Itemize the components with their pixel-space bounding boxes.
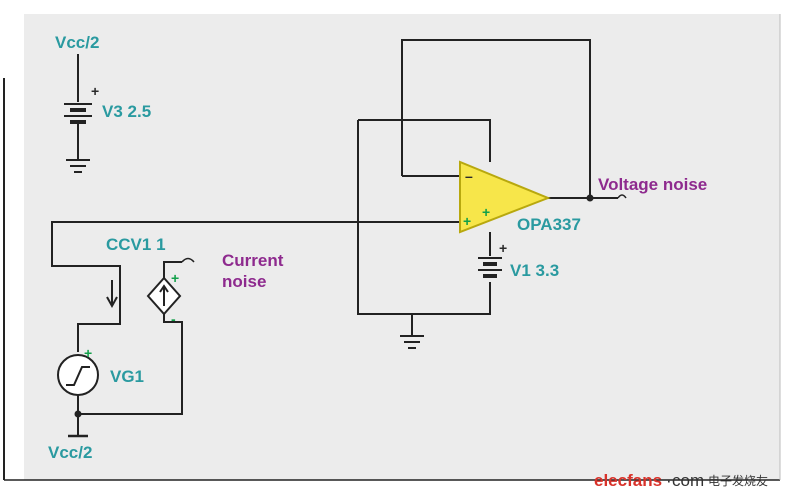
current-noise-probe — [181, 257, 195, 263]
output-junction-dot — [586, 194, 594, 202]
ccv1-label: CCV1 1 — [106, 235, 166, 254]
vcc-bottom-label: Vcc/2 — [48, 443, 92, 462]
ccv1-minus-wire — [78, 314, 183, 415]
voltage-noise-probe — [617, 194, 627, 199]
watermark-dot: · — [666, 471, 672, 490]
v3-label: V3 2.5 — [102, 102, 151, 121]
opamp-label: OPA337 — [517, 215, 581, 234]
voltage-noise-label: Voltage noise — [598, 175, 707, 194]
feedback-wire — [401, 39, 591, 198]
v1-battery-source — [478, 257, 502, 278]
opamp-minus-sign: – — [465, 168, 473, 184]
watermark-brand: elecfans — [594, 471, 662, 490]
opamp-plus-input-sign: + — [463, 213, 471, 229]
ground-loop-wire — [357, 120, 491, 315]
ccv1-current-sense-arrow — [106, 280, 118, 309]
opamp-plus-supply-sign: + — [482, 204, 490, 220]
v3-plus-sign: + — [91, 83, 99, 99]
current-noise-label-line2: noise — [222, 272, 266, 291]
watermark-chinese: 电子发烧友 — [708, 473, 768, 488]
ccv1-plus-wire — [163, 261, 182, 278]
v1-label: V1 3.3 — [510, 261, 559, 280]
v3-battery-source — [64, 54, 92, 160]
v1-plus-sign: + — [499, 240, 507, 256]
watermark-suffix: com — [672, 471, 704, 490]
ccv1-plus-sign: + — [171, 270, 179, 286]
vcc-top-label: Vcc/2 — [55, 33, 99, 52]
opamp-supply-wire-top — [358, 119, 491, 162]
vg1-plus-sign: + — [84, 345, 92, 361]
vg1-step-waveform — [66, 366, 90, 386]
elecfans-watermark: elecfans · com 电子发烧友 — [594, 471, 768, 490]
vg1-junction-dot — [74, 410, 82, 418]
ccv1-minus-sign: - — [171, 311, 176, 327]
current-noise-label-line1: Current — [222, 251, 284, 270]
ccv1-inner-arrowhead — [159, 284, 169, 293]
opamp-triangle — [459, 160, 551, 234]
non-inverting-input-wire — [51, 221, 460, 352]
ground-symbol-opamp — [400, 314, 424, 349]
vg1-label: VG1 — [110, 367, 144, 386]
ground-symbol-v3 — [66, 159, 90, 173]
